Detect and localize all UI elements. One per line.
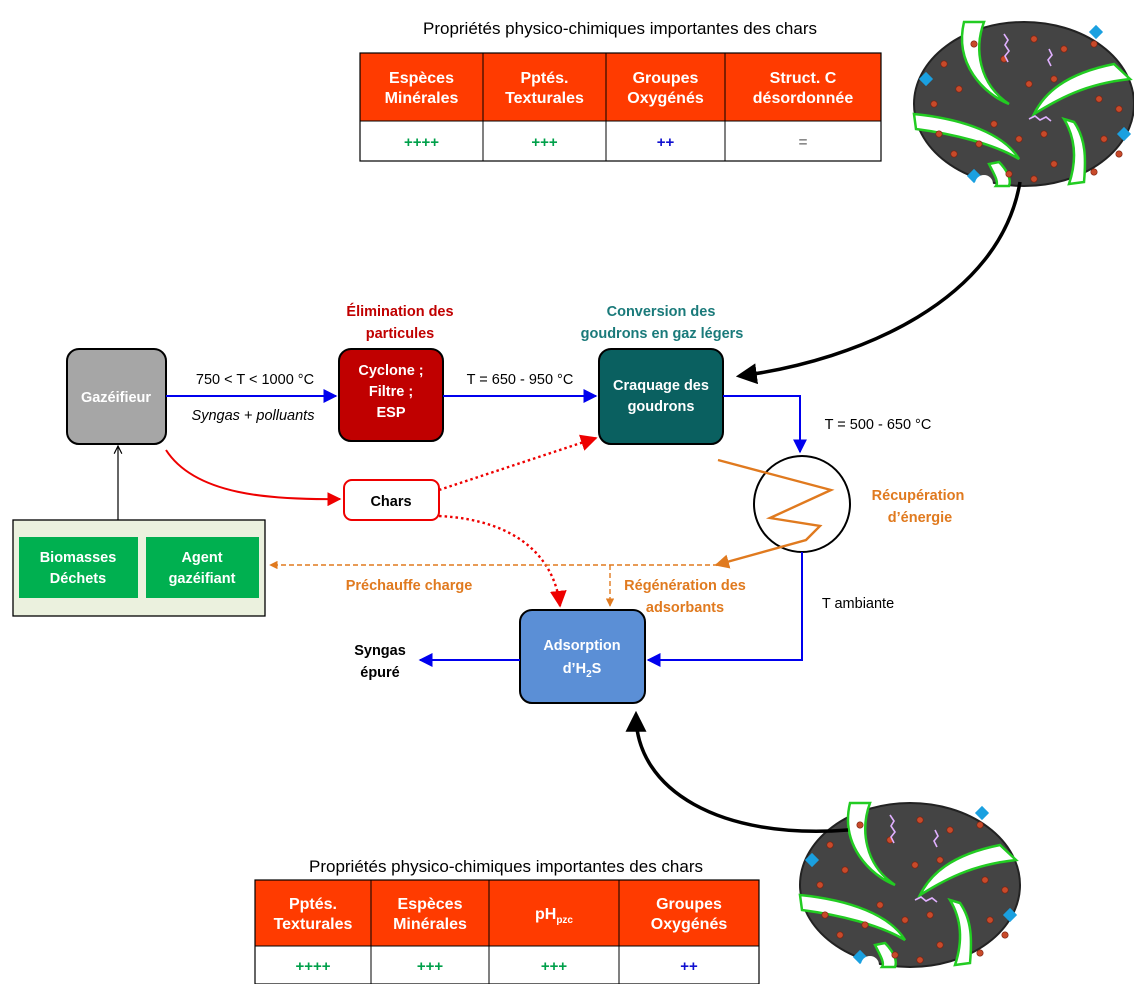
craquage-box <box>598 348 724 445</box>
table-header-cell <box>606 53 725 121</box>
table-value: ++++ <box>404 134 439 151</box>
prechauffe-label: Préchauffe charge <box>346 578 473 594</box>
arrow-craquage-to-exchanger <box>723 395 807 454</box>
conversion-line1: Conversion des <box>607 304 716 320</box>
agent-line2: gazéifiant <box>169 571 236 587</box>
adsorption-line1: Adsorption <box>543 638 620 654</box>
biomasses-line2: Déchets <box>50 571 106 587</box>
cyclone-line3: ESP <box>376 405 405 421</box>
table-header-text: Minérales <box>393 916 467 933</box>
regeneration-line1: Régénération des <box>624 578 746 594</box>
cyclone-line1: Cyclone ; <box>358 363 423 379</box>
table-header-cell <box>619 880 759 946</box>
recuperation-line1: Récupération <box>872 488 965 504</box>
biomasses-line1: Biomasses <box>40 550 117 566</box>
conversion-line2: goudrons en gaz légers <box>581 326 744 342</box>
table-value: = <box>799 134 808 151</box>
adsorption-line2: d’H2S <box>563 661 602 680</box>
table-value: +++ <box>541 958 568 975</box>
table-header-cell <box>483 53 606 121</box>
table-header-text: Oxygénés <box>627 90 704 107</box>
heat-exchanger-icon <box>714 455 851 569</box>
biomasses-box <box>19 537 138 598</box>
adsorption-box <box>519 609 646 704</box>
char-particle-bottom-icon <box>798 801 1021 974</box>
gazeifieur-label: Gazéifieur <box>81 390 151 406</box>
arrow-chars-to-adsorption <box>438 514 567 608</box>
temp1-label: 750 < T < 1000 °C <box>196 372 314 388</box>
temp2-label: T = 650 - 950 °C <box>467 372 574 388</box>
arrow-particle-to-craquage <box>735 181 1022 385</box>
table-header-text: pHpzc <box>535 906 573 926</box>
recuperation-line2: d’énergie <box>888 510 952 526</box>
table-header-text: Groupes <box>656 896 722 913</box>
table-header-text: Pptés. <box>289 896 337 913</box>
agent-line1: Agent <box>181 550 222 566</box>
table-header-text: désordonnée <box>753 90 854 107</box>
chars-label: Chars <box>370 494 411 510</box>
syngas-polluants-label: Syngas + polluants <box>192 408 315 424</box>
syngas-epure-line1: Syngas <box>354 643 406 659</box>
t-ambiante-label: T ambiante <box>822 596 894 612</box>
table-header-text: Texturales <box>505 90 584 107</box>
table-header-cell <box>371 880 489 946</box>
char-particle-top-icon <box>912 20 1134 193</box>
table-top: Propriétés physico-chimiques importantes… <box>359 19 882 162</box>
arrow-chars-to-craquage <box>438 434 598 492</box>
table-header-text: Texturales <box>274 916 353 933</box>
craquage-line2: goudrons <box>628 399 695 415</box>
elimination-line2: particules <box>366 326 435 342</box>
table-header-text: Minérales <box>385 90 459 107</box>
arrow-exchanger-to-adsorption <box>646 552 803 667</box>
temp3-label: T = 500 - 650 °C <box>825 417 932 433</box>
craquage-line1: Craquage des <box>613 378 709 394</box>
table-header-text: Espèces <box>398 896 463 913</box>
table-header-text: Groupes <box>633 70 699 87</box>
table-header-cell <box>725 53 881 121</box>
elimination-line1: Élimination des <box>346 303 453 320</box>
table-bottom: Propriétés physico-chimiques importantes… <box>254 857 760 984</box>
chars-box <box>343 479 440 521</box>
table-bottom-caption: Propriétés physico-chimiques importantes… <box>309 857 703 876</box>
arrow-particle-to-adsorption <box>625 710 849 833</box>
table-value: ++ <box>680 958 698 975</box>
table-value: +++ <box>531 134 558 151</box>
feed-panel: Biomasses Déchets Agent gazéifiant <box>12 519 266 617</box>
table-header-text: Struct. C <box>770 70 837 87</box>
table-header-cell <box>255 880 371 946</box>
table-header-text: Pptés. <box>520 70 568 87</box>
table-header-cell <box>360 53 483 121</box>
syngas-epure-line2: épuré <box>360 665 400 681</box>
cyclone-line2: Filtre ; <box>369 384 413 400</box>
table-header-text: Oxygénés <box>651 916 728 933</box>
table-value: ++++ <box>295 958 330 975</box>
arrow-gazeifieur-to-chars <box>165 449 342 507</box>
regeneration-line2: adsorbants <box>646 600 724 616</box>
agent-box <box>146 537 259 598</box>
table-value: ++ <box>657 134 675 151</box>
table-header-cell <box>489 880 619 946</box>
table-value: +++ <box>417 958 444 975</box>
table-top-caption: Propriétés physico-chimiques importantes… <box>423 19 817 38</box>
table-header-text: Espèces <box>389 70 454 87</box>
